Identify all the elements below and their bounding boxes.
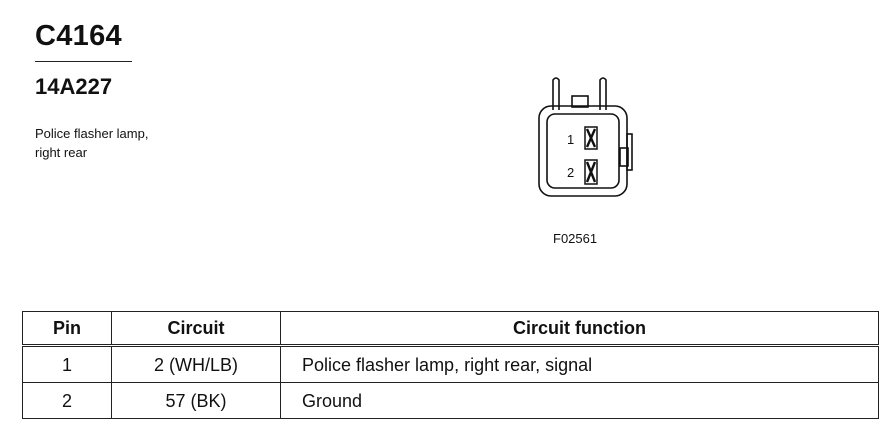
circuit-function-cell: Ground (280, 382, 879, 419)
circuit-cell: 2 (WH/LB) (111, 344, 281, 383)
right-latch-prong (599, 77, 607, 110)
description-line: right rear (35, 145, 88, 160)
pin-cavity-2 (584, 159, 598, 185)
circuit-function-cell: Police flasher lamp, right rear, signal (280, 344, 879, 383)
column-header-circuit-function: Circuit function (280, 311, 879, 346)
pin-label-2: 2 (567, 165, 574, 180)
left-latch-prong (552, 77, 560, 110)
table-row: 2 57 (BK) Ground (22, 382, 879, 419)
connector-id: C4164 (35, 20, 122, 52)
connector-face-diagram: 1 2 (538, 77, 633, 197)
table-row: 1 2 (WH/LB) Police flasher lamp, right r… (22, 344, 879, 383)
inner-housing (546, 113, 620, 189)
outer-housing (538, 105, 628, 197)
title-underline (35, 61, 132, 62)
pin-cell: 1 (22, 344, 112, 383)
column-header-circuit: Circuit (111, 311, 281, 346)
column-header-pin: Pin (22, 311, 112, 346)
pinout-table: Pin Circuit Circuit function 1 2 (WH/LB)… (22, 311, 879, 419)
table-header-row: Pin Circuit Circuit function (22, 311, 879, 346)
top-key-tab (571, 95, 589, 108)
figure-code: F02561 (553, 231, 598, 246)
description-line: Police flasher lamp, (35, 126, 149, 141)
pin-cavity-1 (584, 126, 598, 150)
pin-label-1: 1 (567, 132, 574, 147)
side-lock-tab-inner (619, 147, 629, 167)
pin-cell: 2 (22, 382, 112, 419)
side-lock-tab (626, 133, 633, 171)
part-number: 14A227 (35, 74, 113, 99)
circuit-cell: 57 (BK) (111, 382, 281, 419)
connector-description: Police flasher lamp, right rear (35, 124, 235, 162)
